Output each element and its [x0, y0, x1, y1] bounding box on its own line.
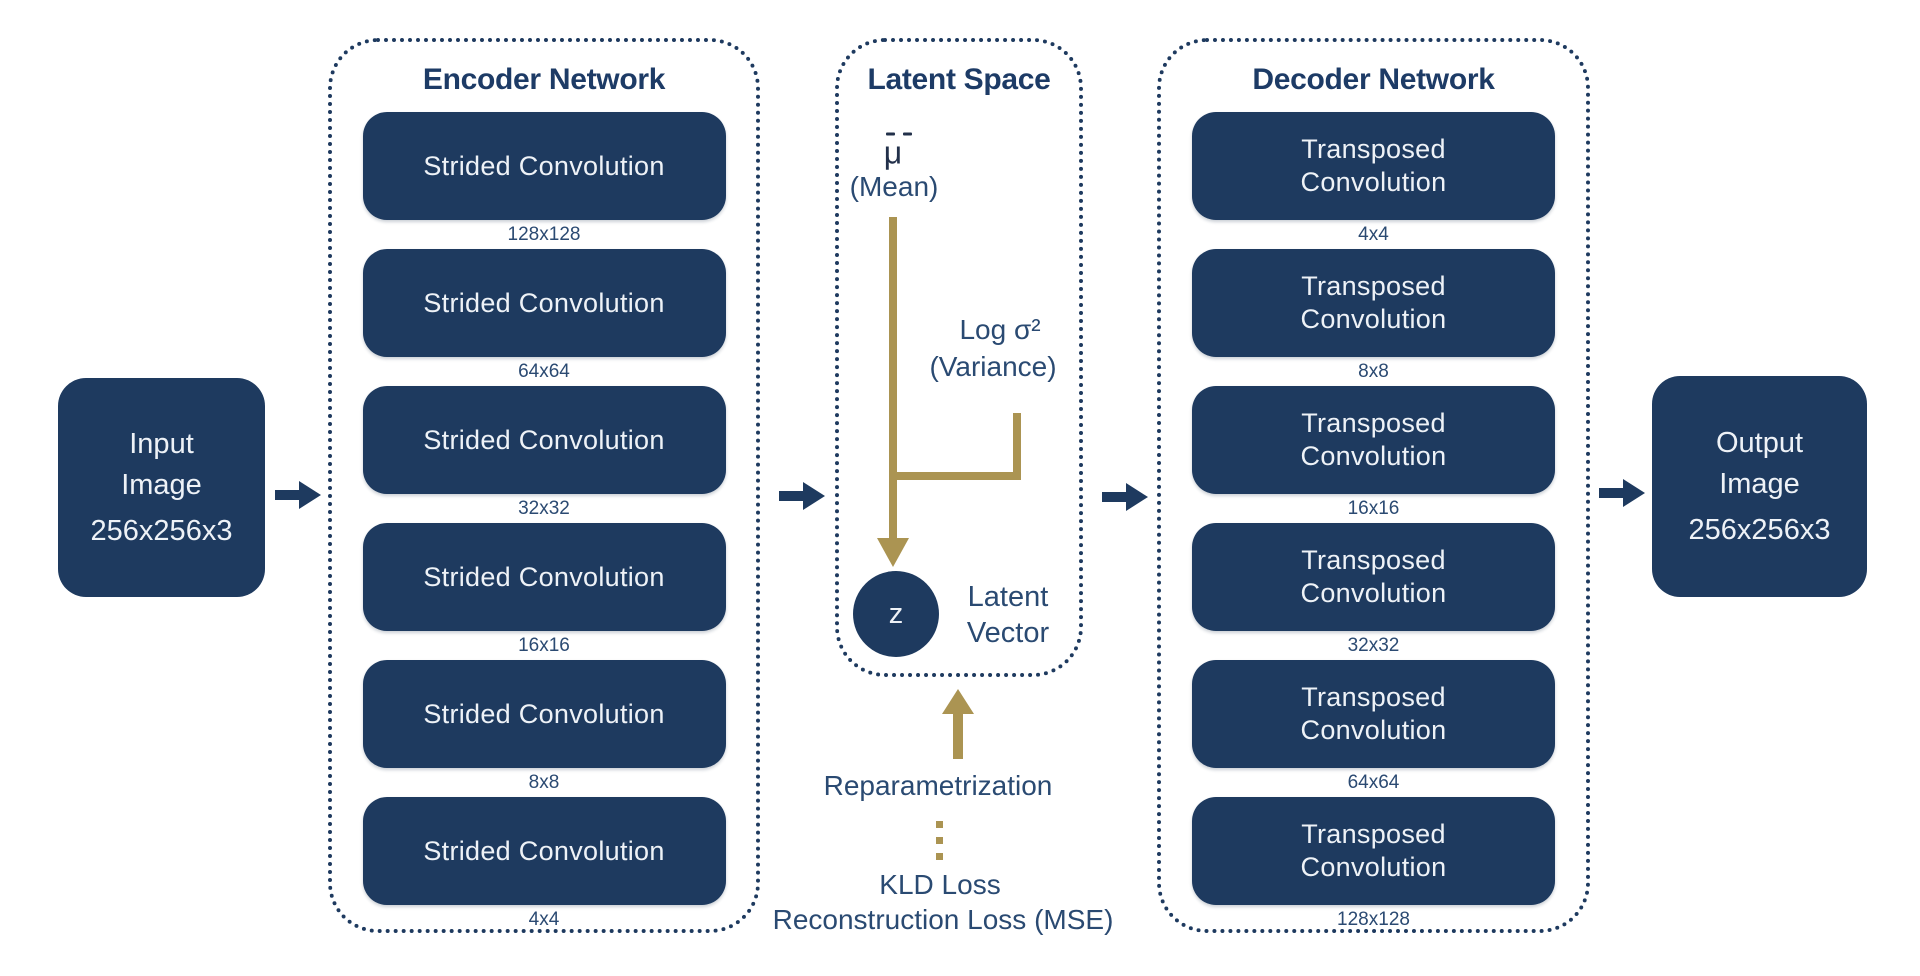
- decoder-layer-line1: Transposed: [1301, 408, 1446, 438]
- encoder-network-title: Encoder Network: [422, 63, 666, 96]
- encoder-layer-label: Strided Convolution: [423, 835, 665, 866]
- encoder-layer-box: Strided Convolution: [362, 112, 726, 220]
- flow-arrow-input-to-encoder-icon: [275, 481, 321, 509]
- output-image-node: Output Image 256x256x3: [1652, 376, 1867, 597]
- decoder-layer-stack: Transposed Convolution 4x4 Transposed Co…: [1161, 112, 1586, 934]
- decoder-layer-box: Transposed Convolution: [1192, 660, 1555, 768]
- encoder-layer-size: 16x16: [518, 635, 570, 656]
- encoder-layer-label: Strided Convolution: [423, 561, 665, 592]
- decoder-layer-box: Transposed Convolution: [1192, 386, 1555, 494]
- decoder-layer-box: Transposed Convolution: [1192, 523, 1555, 631]
- decoder-layer-size: 64x64: [1347, 772, 1400, 793]
- encoder-network-panel: Encoder Network Strided Convolution 128x…: [328, 38, 760, 933]
- input-image-line1: Input: [129, 427, 194, 460]
- flow-arrow-encoder-to-latent-icon: [779, 482, 825, 510]
- encoder-layer-label: Strided Convolution: [423, 287, 665, 318]
- reparametrization-arrow-icon: [942, 689, 974, 759]
- encoder-layer-box: Strided Convolution: [362, 249, 726, 357]
- reconstruction-loss-label: Reconstruction Loss (MSE): [772, 904, 1114, 935]
- decoder-layer-line2: Convolution: [1300, 852, 1447, 882]
- decoder-layer-line1: Transposed: [1301, 819, 1446, 849]
- latent-space-panel: Latent Space μ (Mean) Log σ² (Variance) …: [835, 38, 1083, 677]
- decoder-network-title: Decoder Network: [1252, 63, 1495, 96]
- latent-space-title: Latent Space: [867, 63, 1051, 96]
- decoder-layer-size: 4x4: [1358, 224, 1389, 245]
- encoder-layer-stack: Strided Convolution 128x128 Strided Conv…: [332, 112, 756, 934]
- encoder-layer-label: Strided Convolution: [423, 698, 665, 729]
- encoder-layer-size: 64x64: [518, 361, 570, 382]
- log-variance-caption: (Variance): [929, 351, 1057, 382]
- encoder-layer-label: Strided Convolution: [423, 150, 665, 181]
- decoder-layer-line1: Transposed: [1301, 545, 1446, 575]
- decoder-layer-line2: Convolution: [1300, 304, 1447, 334]
- decoder-layer-line2: Convolution: [1300, 578, 1447, 608]
- mean-variance-merge-arrow-icon: [877, 217, 1021, 567]
- encoder-layer-size: 8x8: [528, 772, 560, 793]
- flow-arrow-decoder-to-output-icon: [1599, 479, 1645, 507]
- encoder-layer-size: 4x4: [528, 909, 560, 930]
- decoder-layer-size: 8x8: [1358, 361, 1389, 382]
- encoder-layer-label: Strided Convolution: [423, 424, 665, 455]
- encoder-layer-size: 128x128: [507, 224, 581, 245]
- encoder-layer-size: 32x32: [518, 498, 570, 519]
- decoder-layer-box: Transposed Convolution: [1192, 797, 1555, 905]
- decoder-layer-size: 32x32: [1347, 635, 1400, 656]
- kld-loss-label: KLD Loss: [879, 869, 1001, 900]
- output-image-line1: Output: [1715, 426, 1804, 459]
- flow-arrow-latent-to-decoder-icon: [1102, 483, 1148, 511]
- decoder-layer-box: Transposed Convolution: [1192, 112, 1555, 220]
- decoder-layer-line1: Transposed: [1301, 271, 1446, 301]
- z-symbol: z: [888, 597, 904, 630]
- input-image-line2: Image: [121, 468, 202, 501]
- reparametrization-label: Reparametrization: [823, 770, 1053, 801]
- input-image-node: Input Image 256x256x3: [58, 378, 265, 597]
- latent-vector-label: Latent Vector: [967, 579, 1049, 651]
- encoder-layer-box: Strided Convolution: [362, 797, 726, 905]
- decoder-layer-line2: Convolution: [1300, 167, 1447, 197]
- latent-z-node: z: [853, 571, 939, 657]
- encoder-layer-box: Strided Convolution: [362, 386, 726, 494]
- decoder-layer-line2: Convolution: [1300, 441, 1447, 471]
- encoder-layer-box: Strided Convolution: [362, 660, 726, 768]
- output-image-size: 256x256x3: [1688, 513, 1831, 546]
- decoder-layer-line1: Transposed: [1301, 682, 1446, 712]
- input-image-size: 256x256x3: [90, 514, 233, 547]
- output-image-line2: Image: [1719, 467, 1800, 500]
- latent-vector-line2: Vector: [966, 617, 1050, 649]
- decoder-network-panel: Decoder Network Transposed Convolution 4…: [1157, 38, 1590, 933]
- decoder-layer-line1: Transposed: [1301, 134, 1446, 164]
- mu-overline-marks: [886, 132, 912, 136]
- decoder-layer-size: 16x16: [1347, 498, 1400, 519]
- log-variance-symbol: Log σ²: [959, 314, 1041, 345]
- encoder-layer-box: Strided Convolution: [362, 523, 726, 631]
- latent-vector-line1: Latent: [967, 581, 1049, 613]
- decoder-layer-size: 128x128: [1337, 909, 1410, 930]
- loss-dotted-connector: [936, 821, 943, 869]
- mu-caption: (Mean): [849, 171, 939, 202]
- mu-symbol: μ: [883, 134, 903, 171]
- decoder-layer-box: Transposed Convolution: [1192, 249, 1555, 357]
- decoder-layer-line2: Convolution: [1300, 715, 1447, 745]
